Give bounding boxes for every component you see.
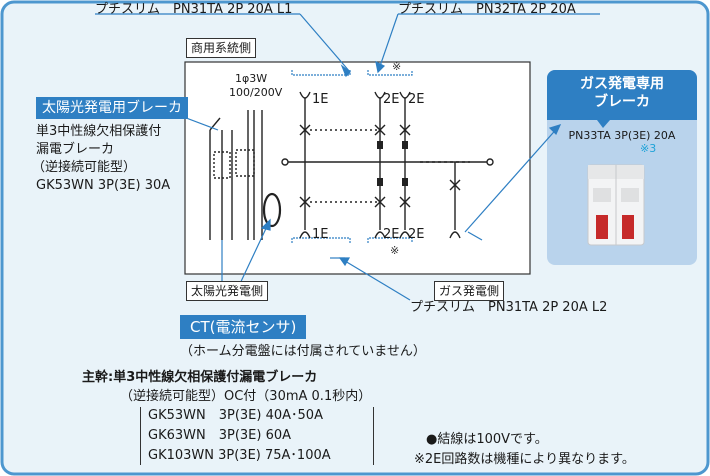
- note-mark-bottom: ※: [390, 244, 400, 257]
- ct-note: （ホーム分電盤には付属されていません）: [180, 344, 426, 359]
- note-mark-top: ※: [392, 60, 402, 73]
- bottom-right-label: プチスリム PN31TA 2P 20A L2: [410, 300, 608, 315]
- grid-side-label: 商用系統側: [186, 38, 257, 58]
- model-row-1: GK53WN 3P(3E) 40A･50A: [148, 408, 323, 423]
- note-line-1: ●結線は100Vです。: [426, 432, 548, 447]
- branch-2e-top-b: 2E: [408, 92, 425, 107]
- branch-1e-top: 1E: [312, 92, 329, 107]
- ct-title: CT(電流センサ): [180, 315, 307, 339]
- gas-note: ※3: [640, 142, 657, 155]
- top-label-left: プチスリム PN31TA 2P 20A L1: [95, 2, 293, 17]
- solar-desc-4: GK53WN 3P(3E) 30A: [36, 178, 171, 193]
- branch-1e-bottom: 1E: [312, 227, 329, 242]
- gas-card-header: [547, 70, 697, 120]
- gas-model: PN33TA 3P(3E) 20A: [568, 129, 676, 142]
- model-bracket: [140, 407, 374, 465]
- solar-breaker-title: 太陽光発電用ブレーカ: [36, 97, 188, 119]
- branch-2e-bottom-a: 2E: [383, 227, 400, 242]
- supply-line1: 1φ3W: [235, 72, 268, 85]
- note-line-2: ※2E回路数は機種により異なります。: [414, 452, 635, 467]
- solar-desc-2: 漏電ブレーカ: [36, 142, 115, 157]
- top-label-right: プチスリム PN32TA 2P 20A: [398, 2, 576, 17]
- gas-card-title-2: ブレーカ: [594, 94, 650, 110]
- branch-2e-bottom-b: 2E: [408, 227, 425, 242]
- solar-desc-1: 単3中性線欠相保護付: [36, 124, 162, 139]
- solar-side-label: 太陽光発電側: [186, 281, 269, 301]
- gas-side-label: ガス発電側: [434, 281, 505, 301]
- gas-breaker-image: [587, 164, 645, 246]
- model-row-2: GK63WN 3P(3E) 60A: [148, 428, 292, 443]
- supply-line2: 100/200V: [229, 86, 283, 99]
- main-subtitle: （逆接続可能型）OC付（30mA 0.1秒内）: [120, 389, 372, 404]
- model-row-3: GK103WN 3P(3E) 75A･100A: [148, 448, 331, 463]
- gas-card-title-1: ガス発電専用: [580, 76, 664, 92]
- solar-desc-3: （逆接続可能型）: [32, 160, 137, 175]
- panel-box: [184, 61, 531, 275]
- main-title: 主幹:単3中性線欠相保護付漏電ブレーカ: [82, 370, 318, 385]
- branch-2e-top-a: 2E: [383, 92, 400, 107]
